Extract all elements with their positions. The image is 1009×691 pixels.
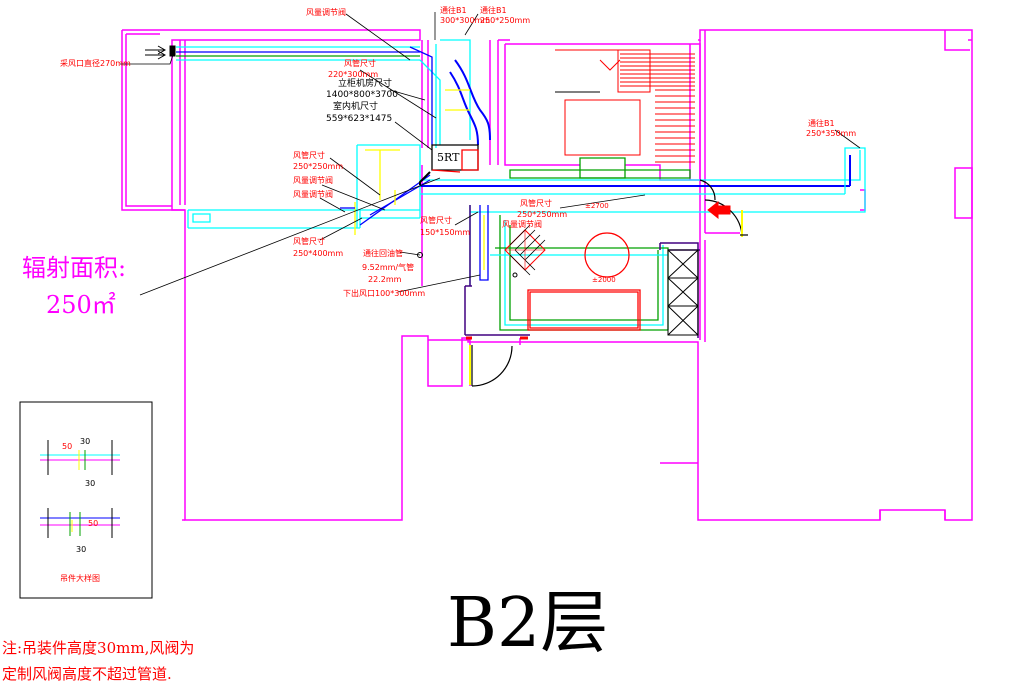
label-ahu-size-title: 立柜机房尺寸 xyxy=(338,79,393,89)
label-duct-size-a-val: 220*300mm xyxy=(328,70,379,79)
label-vent-top2-size: 250*250mm xyxy=(480,16,531,25)
detail-dim-top-2: 50 xyxy=(62,442,73,451)
label-elev-b: ±2000 xyxy=(592,276,616,284)
label-vent-top1-size: 300*300mm xyxy=(440,16,491,25)
label-duct-size-c: 风管尺寸 xyxy=(293,237,325,246)
label-duct-size-b: 风管尺寸 xyxy=(293,151,325,160)
label-indoor-unit-size: 559*623*1475 xyxy=(326,114,393,124)
radiation-area-value: 250㎡ xyxy=(46,291,116,319)
label-ahu-size: 1400*800*3700 xyxy=(326,90,398,100)
detail-dim-top-3: 30 xyxy=(85,479,96,488)
label-air-damper-top: 风量调节阀 xyxy=(306,8,346,17)
label-vent-right-size: 250*350mm xyxy=(806,129,857,138)
pipe-node xyxy=(417,252,423,258)
airflow-arrow xyxy=(707,200,731,220)
label-return-pipe-spec2: 22.2mm xyxy=(368,275,402,284)
label-duct-size-a: 风管尺寸 xyxy=(344,59,376,68)
label-duct-size-e-val: 150*150mm xyxy=(420,228,471,237)
round-table xyxy=(584,232,630,278)
label-vent-top1: 通往B1 xyxy=(440,6,467,15)
label-vent-top2: 通往B1 xyxy=(480,6,507,15)
diffuser-grille xyxy=(504,224,546,276)
detail-dim-bot-1: 50 xyxy=(88,519,99,528)
detail-caption: 吊件大样图 xyxy=(60,574,100,583)
label-fresh-air-intake: 采风口直径270mm xyxy=(60,59,131,68)
radiation-area-title: 辐射面积: xyxy=(22,254,127,282)
label-return-pipe-spec: 9.52mm/气管 xyxy=(362,263,415,272)
label-duct-size-d: 风管尺寸 xyxy=(520,199,552,208)
stair xyxy=(555,49,695,163)
label-damper-c: 风量调节阀 xyxy=(293,190,333,199)
label-duct-size-b-val: 250*250mm xyxy=(293,162,344,171)
closet-boxes xyxy=(667,249,699,336)
pipe-node-2 xyxy=(512,272,518,278)
hanger-detail-drawing xyxy=(19,401,153,599)
label-unit-tag: 5RT xyxy=(437,151,460,164)
label-damper-b: 风量调节阀 xyxy=(293,176,333,185)
label-duct-size-c-val: 250*400mm xyxy=(293,249,344,258)
label-duct-size-d-val: 250*250mm xyxy=(517,210,568,219)
label-damper-d: 风量调节阀 xyxy=(502,220,542,229)
label-bottom-outlet: 下出风口100*300mm xyxy=(343,289,426,298)
building-walls xyxy=(121,29,973,521)
note-line-2: 定制风阀高度不超过管道. xyxy=(2,665,172,683)
label-duct-size-e: 风管尺寸 xyxy=(420,216,452,225)
note-line-1: 注:吊装件高度30mm,风阀为 xyxy=(2,639,195,657)
floor-label: B2层 xyxy=(447,584,609,663)
doors xyxy=(466,179,748,387)
detail-dim-top-1: 30 xyxy=(80,437,91,446)
label-elev-a: ±2700 xyxy=(585,202,609,210)
label-vent-right: 通往B1 xyxy=(808,119,835,128)
duct-network xyxy=(176,39,866,331)
label-indoor-unit-title: 室内机尺寸 xyxy=(333,102,379,112)
intake-arrow-icon xyxy=(145,45,176,60)
leader-lines xyxy=(120,12,861,296)
detail-dim-bot-2: 30 xyxy=(76,545,87,554)
label-return-pipe: 通往回油管 xyxy=(363,249,403,258)
